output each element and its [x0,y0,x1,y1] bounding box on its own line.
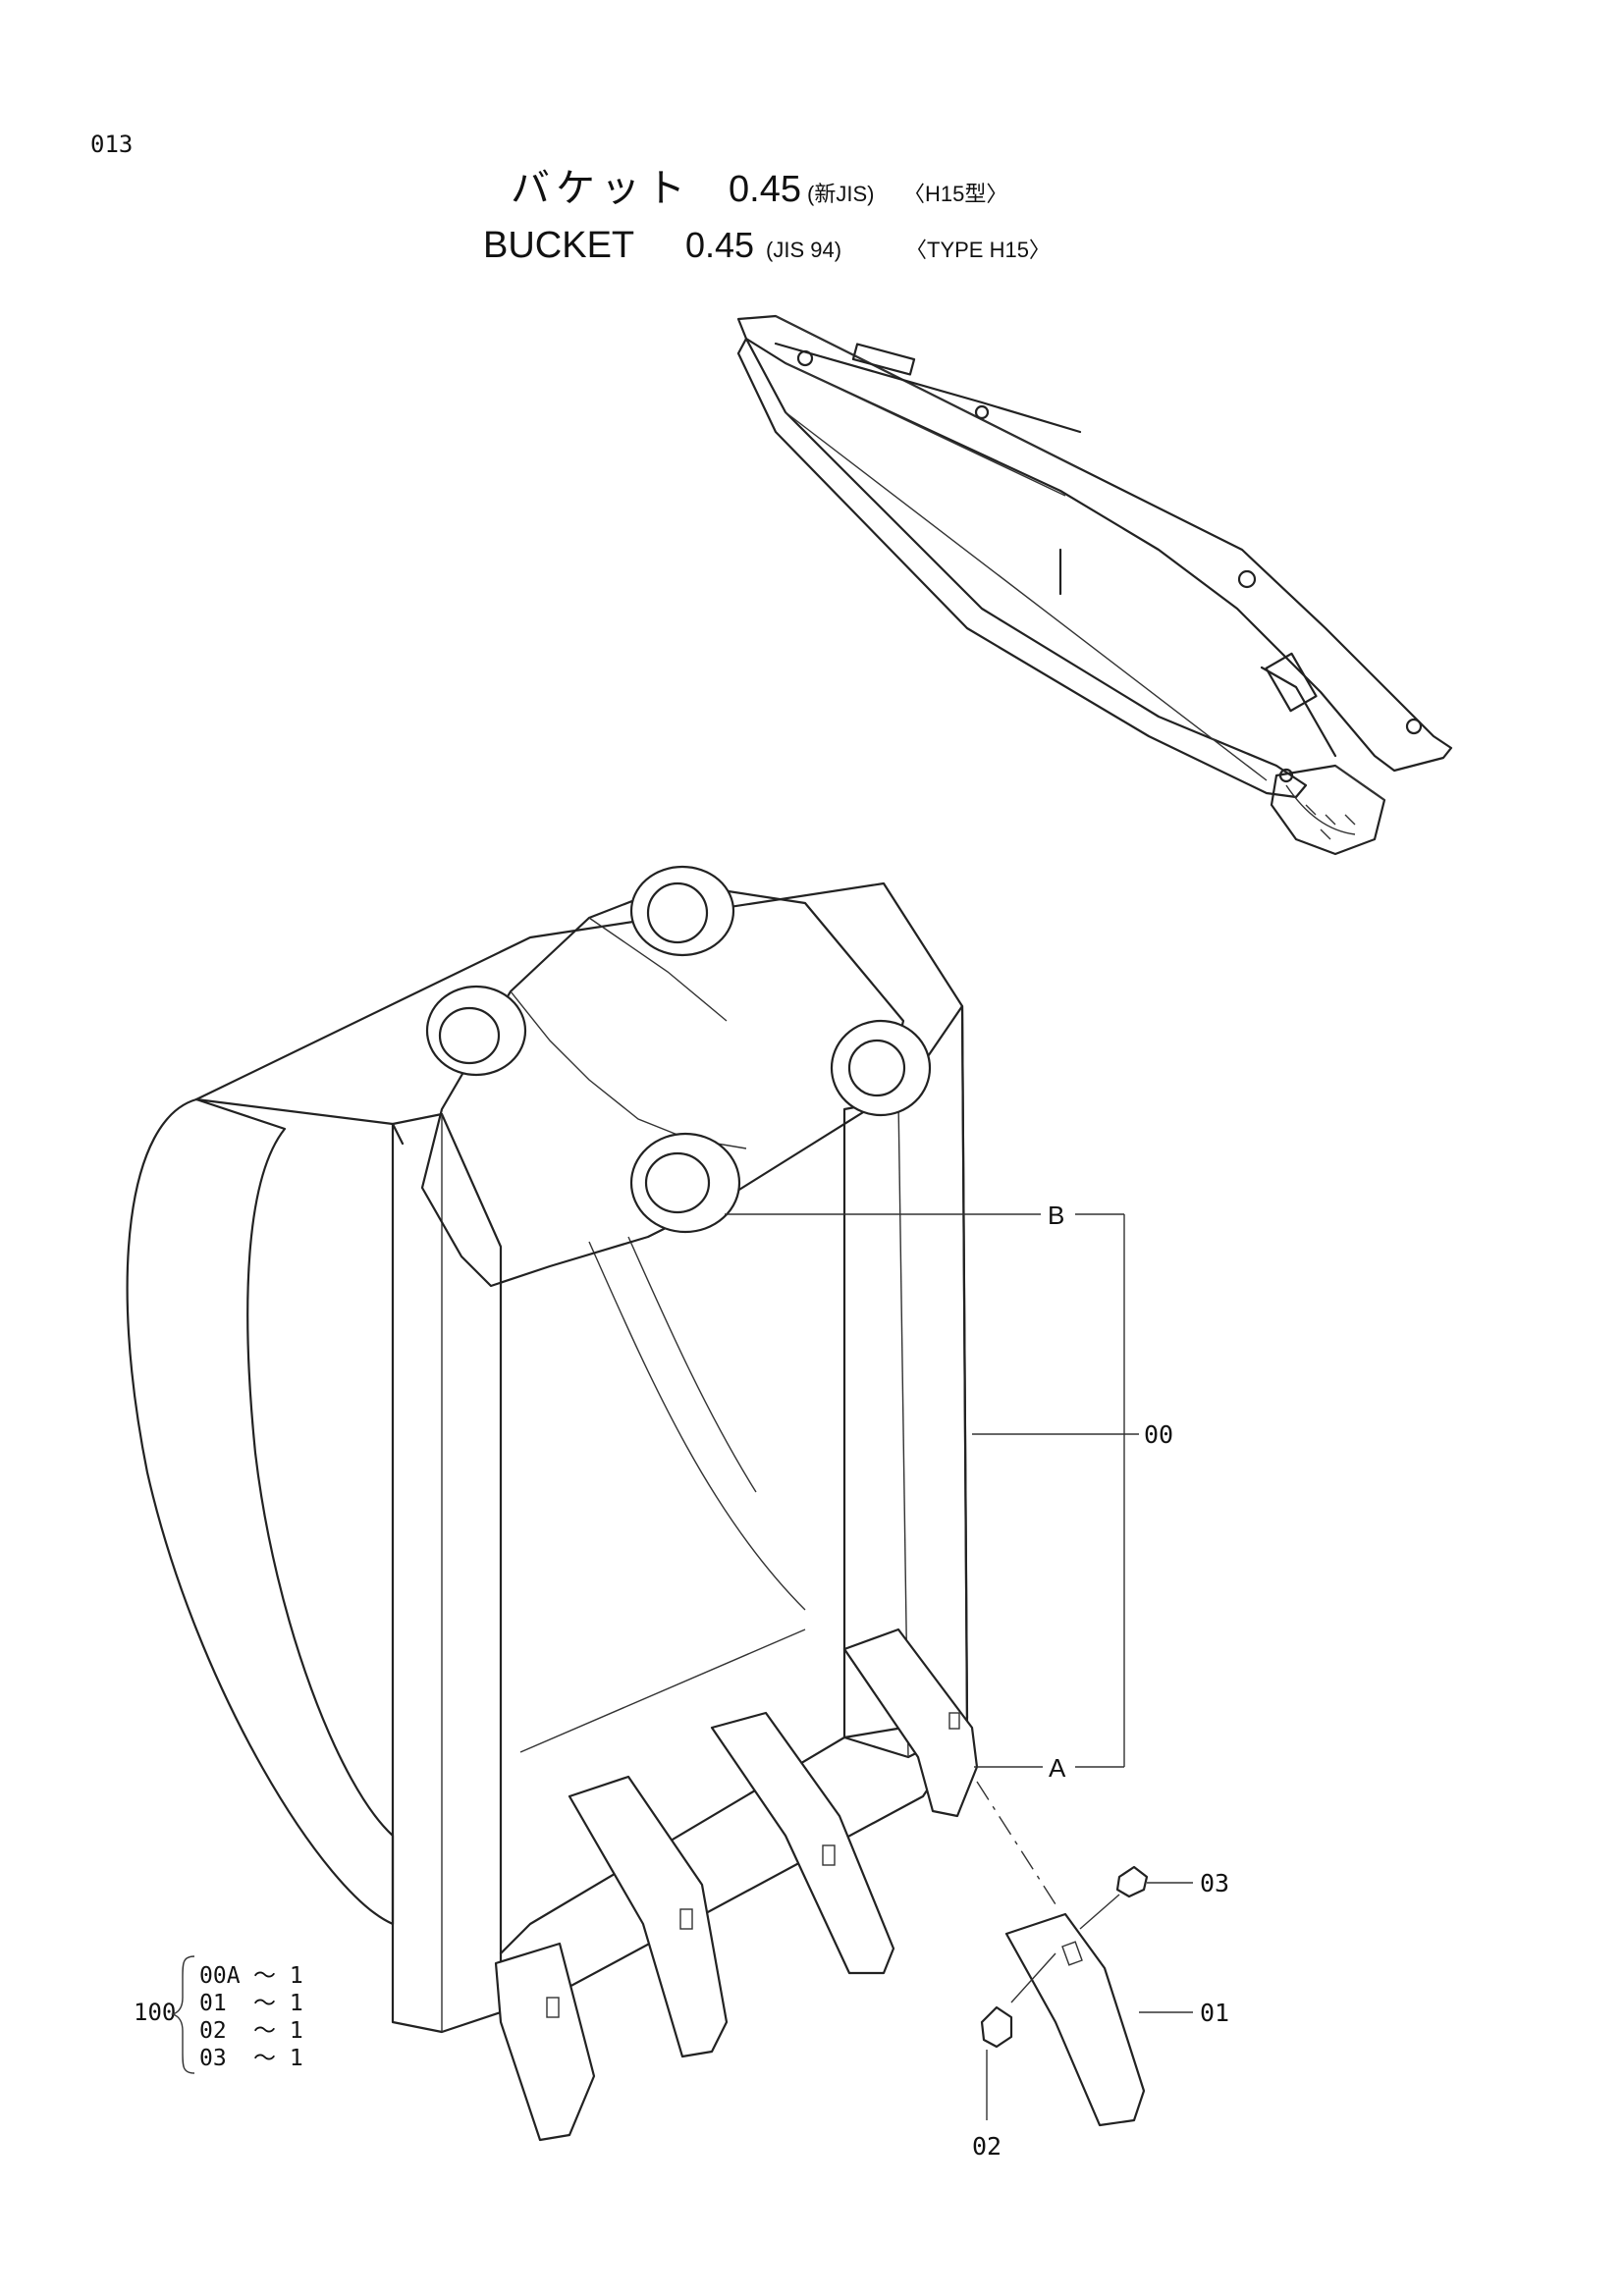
kit-brace [170,1955,195,2074]
bucket-drawing [126,865,1149,2142]
bucket-tooth-4 [842,1628,979,1818]
kit-id: 100 [134,1999,176,2026]
title-jp-type: 〈H15型〉 [903,182,1007,206]
callout-01: 01 [1200,1999,1229,2027]
title-jp-main: バケット [511,167,691,210]
title-en-type: 〈TYPE H15〉 [905,238,1051,262]
bucket-tooth-3 [710,1711,895,1975]
callout-02: 02 [972,2132,1001,2161]
kit-part-02: 02 [199,2018,227,2044]
pin-part-02 [980,2005,1013,2049]
kit-part-00A: 00A [199,1963,241,1989]
title-jp-size: 0.45 [729,169,801,210]
callout-a: A [1049,1753,1066,1783]
title-en: BUCKET 0.45 (JIS 94) 〈TYPE H15〉 [483,225,1051,266]
pin-boss-left [425,985,527,1077]
kit-part-01: 01 [199,1991,227,2016]
pin-boss-right [830,1019,932,1117]
callout-leaders [725,1213,1193,2120]
tooth-part-01 [1004,1912,1146,2127]
kit-breakdown: 100 00A ～ 1 01 ～ 1 02 ～ 1 03 ～ 1 [134,1955,303,2074]
callout-00: 00 [1144,1420,1173,1449]
title-en-size: 0.45 [685,225,754,265]
callout-03: 03 [1200,1869,1229,1897]
kit-qty-00A: ～ 1 [253,1963,303,1989]
title-en-main: BUCKET [483,225,634,266]
page-number: 013 [90,131,133,158]
title-jp-spec: (新JIS) [807,182,874,206]
kit-part-03: 03 [199,2046,227,2071]
kit-qty-01: ～ 1 [253,1991,303,2016]
kit-qty-03: ～ 1 [253,2046,303,2071]
boom-arm-illustration [736,314,1453,856]
bucket-tooth-2 [568,1775,729,2058]
bucket-tooth-1 [494,1942,596,2142]
kit-qty-02: ～ 1 [253,2018,303,2044]
pin-boss-bottom [629,1132,741,1234]
callout-b: B [1048,1201,1064,1230]
title-jp: バケット 0.45 (新JIS) 〈H15型〉 [511,167,1007,210]
lock-part-03 [1115,1865,1149,1898]
pin-boss-top [629,865,735,957]
title-en-spec: (JIS 94) [766,238,841,262]
